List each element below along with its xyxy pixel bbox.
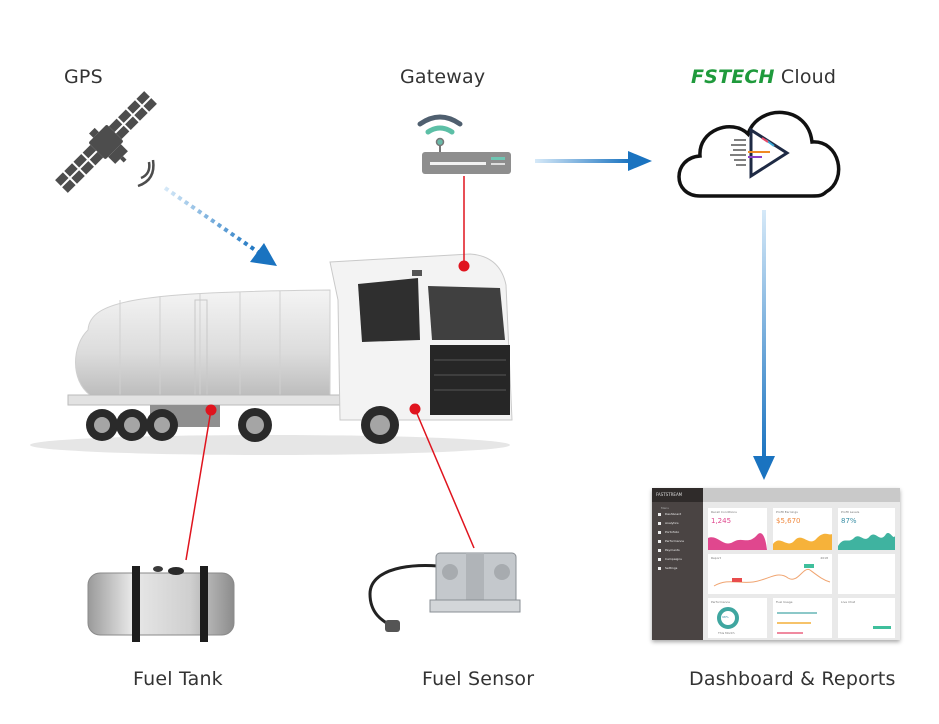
stream-logo-icon (730, 127, 790, 179)
dashboard-logo: FASTSTREAM (652, 488, 703, 502)
cloud-icon (677, 110, 841, 198)
dashboard-menu-item: Settings (658, 566, 677, 570)
cloud-label-text: Cloud (780, 66, 837, 88)
fuel-tank-label: Fuel Tank (133, 668, 223, 690)
gateway-label: Gateway (400, 66, 486, 88)
dashboard-menu-heading: Menu (661, 506, 670, 510)
dashboard-sidebar (652, 488, 703, 640)
stat-card: Profit Levels 87% (838, 508, 895, 550)
dashboard-menu-item: Performance (658, 539, 684, 543)
solar-panel-left (55, 144, 104, 193)
gps-label: GPS (64, 66, 103, 88)
gateway-to-truck-connector (458, 176, 470, 272)
solar-panel-right (108, 91, 157, 140)
dashboard-menu-item: Dashboard (658, 512, 681, 516)
dashboard-menu-item: Campaigns (658, 557, 682, 561)
dashboard-menu-item: Payments (658, 548, 680, 552)
dashboard-menu-item: Analytics (658, 521, 679, 525)
fuel-sensor-icon (368, 552, 521, 632)
performance-card: Performance 98% This Month (708, 598, 767, 638)
usage-card: Fuel Usage (773, 598, 832, 638)
fuel-tank-connector (185, 404, 217, 561)
stat-card: Profit Earnings $5,670 (773, 508, 832, 550)
fuel-sensor-connector (409, 403, 475, 549)
cloud-to-dashboard-arrow (753, 210, 775, 480)
calendar-card (838, 554, 895, 594)
gateway-to-cloud-arrow (535, 151, 652, 171)
cloud-label: FSTECH Cloud (691, 66, 836, 88)
fuel-sensor-label: Fuel Sensor (422, 668, 535, 690)
router-icon (417, 114, 511, 174)
dashboard-label: Dashboard & Reports (689, 668, 896, 690)
gps-to-truck-arrow (163, 186, 277, 266)
dashboard-topbar (703, 488, 900, 502)
brand-name: FSTECH (691, 66, 775, 88)
dashboard-preview: FASTSTREAM Menu Dashboard Analytics Port… (652, 488, 900, 640)
dashboard-menu-item: Portofolio (658, 530, 679, 534)
tanker-truck-icon (30, 253, 513, 455)
live-chat-card: Live Chat (838, 598, 895, 638)
report-chart-card: Report 2018 (708, 554, 832, 594)
satellite-icon (55, 91, 157, 193)
stat-card: Recall Conditions 1,245 (708, 508, 767, 550)
signal-waves-icon (137, 159, 155, 188)
fuel-tank-icon (87, 566, 235, 642)
